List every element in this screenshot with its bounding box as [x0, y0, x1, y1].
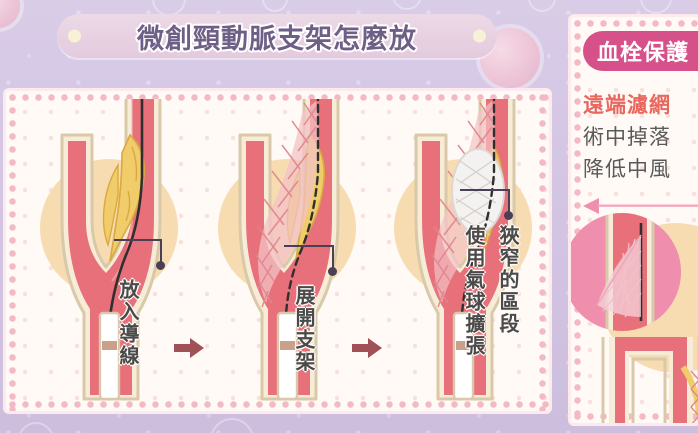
page-title: 微創頸動脈支架怎麼放: [137, 23, 417, 55]
side-badge-label: 血栓保護: [597, 41, 690, 66]
side-body-line-2: 降低中風: [583, 157, 671, 181]
step-1-guidewire: 放入導線: [18, 99, 194, 409]
step-2-label: 展開支架: [292, 285, 316, 373]
side-heading: 遠端濾網: [583, 93, 671, 117]
banner-cap-dot-left: [68, 29, 81, 43]
side-badge: 血栓保護: [583, 31, 698, 71]
step-1-vessel-illustration: [60, 99, 162, 401]
step-1-leader-line: [114, 239, 170, 273]
step-3-balloon-dilate: 使用氣球擴張 狹窄的區段: [372, 99, 548, 409]
step-3-vessel-illustration: [414, 99, 516, 401]
side-vessel-lower-illustration: [601, 337, 698, 423]
main-procedure-card: 放入導線: [3, 88, 552, 414]
step-3-leader-line: [460, 189, 518, 223]
card-scallop-left: [8, 91, 17, 411]
flow-arrow-2-icon: [352, 338, 382, 358]
banner-cap-dot-right: [473, 29, 486, 43]
step-3-label: 使用氣球擴張: [462, 225, 486, 357]
thrombus-protection-card: 血栓保護 遠端濾網 術中掉落 降低中風: [568, 14, 698, 426]
step-2-vessel-illustration: [238, 99, 340, 401]
arrow-left-icon: [583, 198, 698, 214]
step-3-secondary-label: 狹窄的區段: [496, 225, 520, 335]
step-2-stent-deploy: 展開支架: [196, 99, 372, 409]
step-2-leader-line: [284, 245, 342, 279]
card-scallop-top: [6, 93, 549, 102]
card-scallop-right: [538, 91, 547, 411]
leader-dot-icon: [504, 211, 513, 220]
side-body-line-1: 術中掉落: [583, 125, 671, 149]
page-title-banner: 微創頸動脈支架怎麼放: [57, 14, 497, 58]
step-1-label: 放入導線: [116, 279, 140, 367]
card-scallop-bottom: [6, 400, 549, 409]
leader-dot-icon: [156, 261, 165, 270]
card-scallop-top: [571, 19, 698, 28]
leader-dot-icon: [328, 267, 337, 276]
card-scallop-left: [573, 17, 582, 423]
flow-arrow-1-icon: [174, 338, 204, 358]
filter-zoom-circle: [571, 213, 681, 331]
